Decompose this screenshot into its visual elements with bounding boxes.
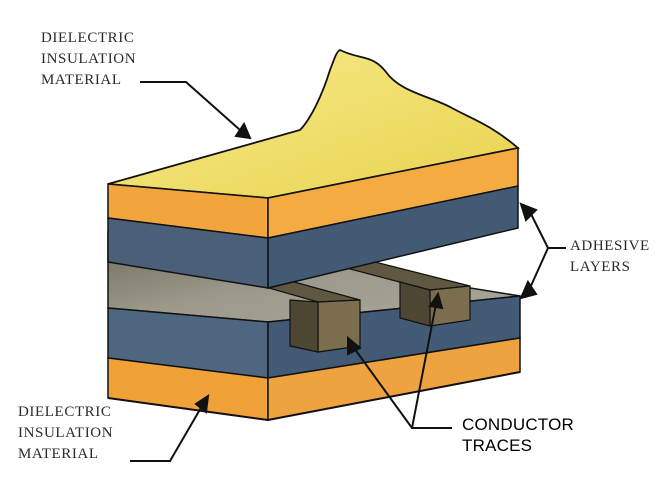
- bottom-dielectric-label: DIELECTRIC INSULATION MATERIAL: [18, 402, 113, 465]
- top-dielectric-label: DIELECTRIC INSULATION MATERIAL: [41, 28, 136, 91]
- conductor-traces-label: CONDUCTOR TRACES: [462, 414, 574, 456]
- adhesive-layers-label: ADHESIVE LAYERS: [570, 236, 650, 278]
- adhesive-leaders: [521, 204, 566, 298]
- top-dielectric-leader: [140, 82, 250, 138]
